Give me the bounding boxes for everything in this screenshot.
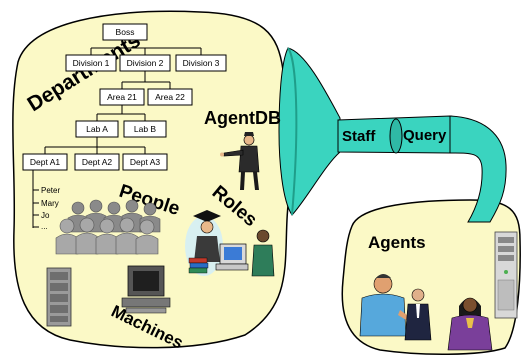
org-box-division-3: Division 3 xyxy=(175,54,227,72)
svg-text:Division 3: Division 3 xyxy=(183,58,220,68)
server-tower-icon xyxy=(494,231,518,319)
member-mary: Mary xyxy=(41,199,59,208)
staff-label: Staff xyxy=(342,128,376,145)
org-box-dept-a1: Dept A1 xyxy=(22,153,68,171)
member-jo: Jo xyxy=(41,211,50,220)
member-peter: Peter xyxy=(41,186,60,195)
query-funnel xyxy=(278,47,507,223)
org-box-dept-a3: Dept A3 xyxy=(122,153,168,171)
org-box-boss: Boss xyxy=(102,23,148,41)
org-box-lab-a: Lab A xyxy=(75,120,119,138)
org-box-dept-a2: Dept A2 xyxy=(74,153,120,171)
org-box-division-2: Division 2 xyxy=(119,54,171,72)
server-rack-icon xyxy=(46,267,72,327)
org-box-lab-b: Lab B xyxy=(123,120,167,138)
svg-text:Division 1: Division 1 xyxy=(73,58,110,68)
svg-text:Boss: Boss xyxy=(116,27,135,37)
query-label: Query xyxy=(403,127,447,144)
org-box-division-1: Division 1 xyxy=(65,54,117,72)
org-box-area-22: Area 22 xyxy=(147,88,193,106)
svg-text:Dept A3: Dept A3 xyxy=(130,157,161,167)
org-chart-connectors xyxy=(32,40,202,228)
computer-user-icon xyxy=(215,229,275,277)
svg-text:Dept A1: Dept A1 xyxy=(30,157,61,167)
agents-label: Agents xyxy=(368,233,426,252)
svg-text:Area 21: Area 21 xyxy=(107,92,137,102)
org-box-area-21: Area 21 xyxy=(99,88,145,106)
graduate-icon xyxy=(185,210,223,276)
person-pointing-icon xyxy=(220,132,260,190)
svg-text:Lab A: Lab A xyxy=(86,124,108,134)
member-more: ... xyxy=(41,222,48,231)
computer-terminal-icon xyxy=(121,265,171,314)
svg-text:Division 2: Division 2 xyxy=(127,58,164,68)
svg-text:Lab B: Lab B xyxy=(134,124,157,134)
people-crowd-icon xyxy=(55,199,161,255)
svg-text:Dept A2: Dept A2 xyxy=(82,157,113,167)
business-people-icon xyxy=(359,274,493,351)
agentdb-label: AgentDB xyxy=(204,108,281,128)
svg-text:Area 22: Area 22 xyxy=(155,92,185,102)
